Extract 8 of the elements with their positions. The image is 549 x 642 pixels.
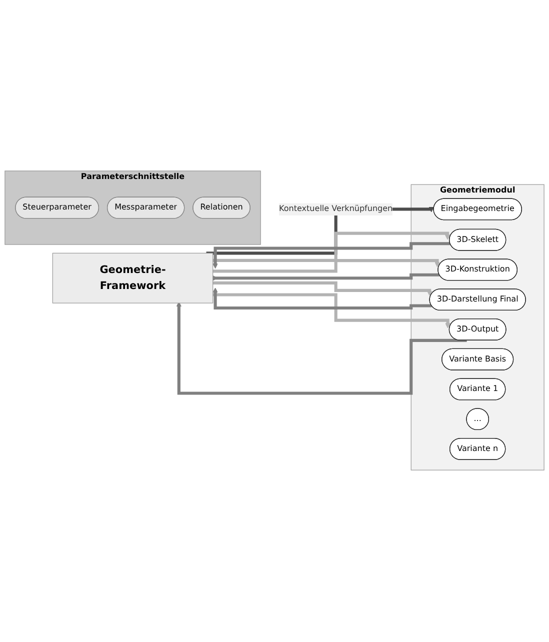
arrow (176, 302, 467, 396)
arrow (212, 242, 450, 270)
arrow (212, 274, 440, 282)
arrow (212, 282, 432, 296)
arrow (212, 260, 440, 274)
edge-label: Kontextuelle Verknüpfungen (279, 204, 393, 214)
arrow (212, 288, 432, 310)
node-box: Geometrie-Framework (52, 253, 214, 304)
